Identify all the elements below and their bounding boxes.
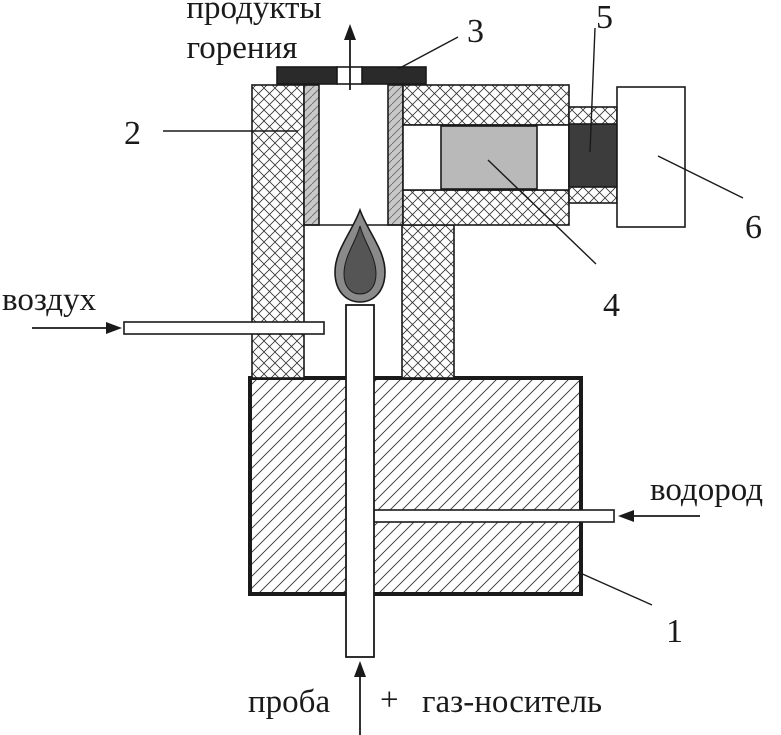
air-label: воздух — [2, 282, 97, 318]
hydrogen-label: водород — [650, 472, 763, 508]
number-3: 3 — [467, 13, 484, 50]
chimney-right-wall — [401, 224, 455, 379]
number-5: 5 — [596, 0, 613, 36]
number-6: 6 — [745, 209, 762, 246]
sample-arrow — [354, 661, 366, 735]
flame-icon — [334, 207, 386, 303]
air-arrow — [32, 322, 122, 334]
combustion-products-label-line1: продукты — [186, 0, 321, 26]
light-guide — [568, 106, 618, 204]
leader-lines — [163, 27, 744, 606]
air-inlet-tube — [123, 321, 325, 335]
number-1: 1 — [666, 613, 683, 650]
number-2: 2 — [124, 115, 141, 152]
combustion-products-arrow — [344, 24, 356, 90]
burner-body — [248, 376, 583, 596]
combustion-products-label-line2: горения — [187, 30, 298, 66]
number-4: 4 — [603, 287, 620, 324]
plus-label: + — [380, 682, 399, 718]
carrier-gas-label: газ-носитель — [422, 684, 602, 720]
hydrogen-inlet-tube — [361, 509, 615, 523]
optical-filter — [440, 125, 538, 190]
photomultiplier — [616, 86, 686, 228]
cover-plate — [276, 66, 427, 85]
hydrogen-arrow — [618, 510, 700, 522]
sample-capillary — [345, 304, 375, 658]
sample-label: проба — [248, 684, 330, 720]
optical-housing — [402, 84, 570, 226]
quartz-chimney — [303, 84, 404, 226]
